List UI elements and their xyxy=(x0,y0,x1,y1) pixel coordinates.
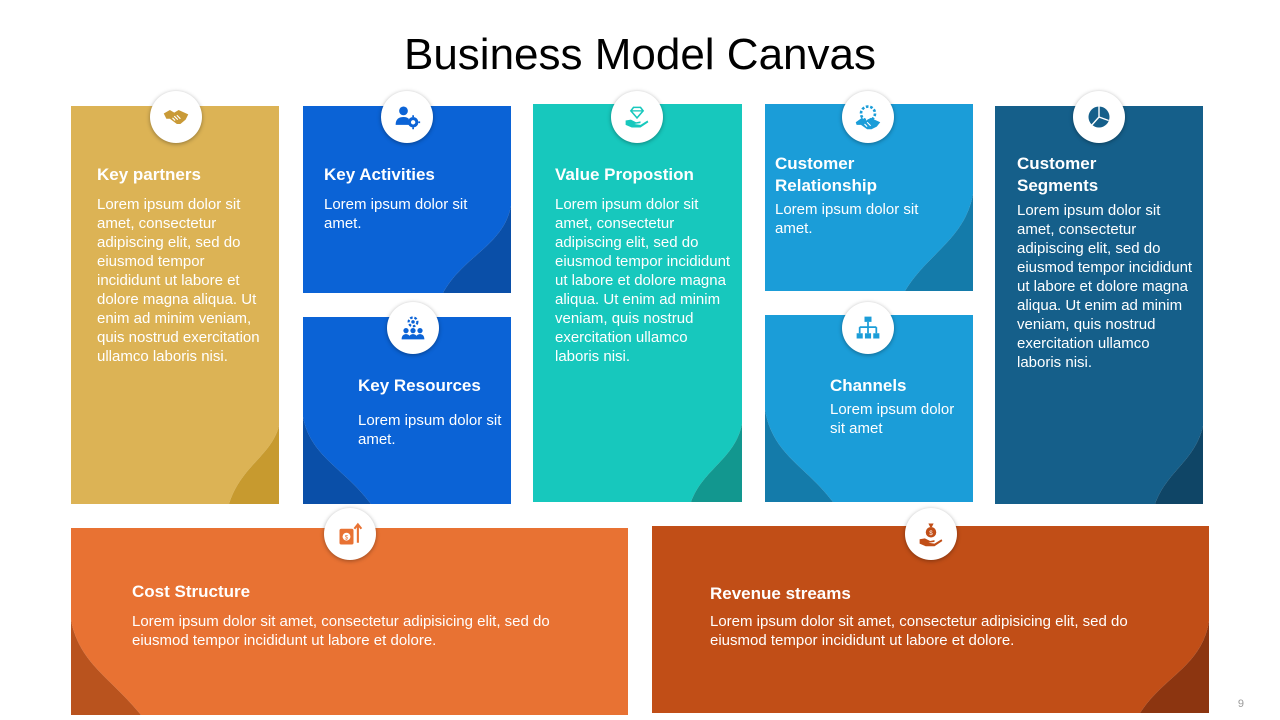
page-number: 9 xyxy=(1237,698,1244,710)
hand-diamond-icon xyxy=(625,106,649,128)
card-cost-structure-shape xyxy=(71,528,628,715)
card-heading: Value Propostion xyxy=(555,165,694,184)
card-fold xyxy=(765,410,833,502)
card-fill xyxy=(652,526,1209,713)
card-body: Lorem ipsum dolor sit amet, consectetur … xyxy=(710,613,1128,649)
card-body: Lorem ipsum dolor sit amet. xyxy=(324,196,468,232)
badge-key-resources xyxy=(387,302,439,354)
card-heading: Channels xyxy=(830,376,907,395)
money-bag-hand-icon: $ xyxy=(919,523,943,547)
card-revenue-streams: Revenue streams Lorem ipsum dolor sit am… xyxy=(652,526,1209,713)
card-fold xyxy=(229,426,279,504)
card-body: Lorem ipsum dolor sit amet, consectetur … xyxy=(132,613,550,649)
card-revenue-streams-shape xyxy=(652,526,1209,713)
badge-key-partners xyxy=(150,91,202,143)
team-gear-icon xyxy=(401,316,425,340)
card-fill xyxy=(765,315,973,502)
badge-cost-structure: $ xyxy=(324,508,376,560)
person-gear-icon xyxy=(395,106,421,130)
card-customer-segments-shape xyxy=(995,106,1203,504)
badge-key-activities xyxy=(381,91,433,143)
card-fold xyxy=(303,417,371,504)
card-body: Lorem ipsum dolor sit amet, consectetur … xyxy=(555,196,731,365)
card-body: Lorem ipsum dolor sit amet, consectetur … xyxy=(1017,202,1193,371)
card-value-proposition: Value Propostion Lorem ipsum dolor sit a… xyxy=(533,104,742,502)
card-channels: Channels Lorem ipsum dolor sit amet xyxy=(765,315,973,502)
money-growth-icon: $ xyxy=(339,522,363,545)
card-fill xyxy=(303,106,511,293)
pie-chart-icon xyxy=(1088,106,1110,128)
card-heading: Revenue streams xyxy=(710,584,851,603)
card-fold xyxy=(71,620,141,715)
card-body: Lorem ipsum dolor sit amet xyxy=(830,401,955,437)
card-heading: Key partners xyxy=(97,165,201,184)
card-fill xyxy=(303,317,511,504)
badge-channels xyxy=(842,302,894,354)
card-fill xyxy=(533,104,742,502)
card-customer-segments: Customer Segments Lorem ipsum dolor sit … xyxy=(995,106,1203,504)
card-key-activities-shape xyxy=(303,106,511,293)
page-title: Business Model Canvas xyxy=(403,30,876,79)
card-customer-relationship: Customer Relationship Lorem ipsum dolor … xyxy=(765,104,973,291)
card-key-partners: Key partners Lorem ipsum dolor sit amet,… xyxy=(71,106,279,504)
card-heading: Key Activities xyxy=(324,165,435,184)
card-body: Lorem ipsum dolor sit amet. xyxy=(775,201,919,237)
badge-revenue-streams: $ xyxy=(905,508,957,560)
card-fold xyxy=(443,206,511,293)
handshake-icon xyxy=(163,110,189,124)
card-fold xyxy=(905,194,973,291)
card-fill xyxy=(765,104,973,291)
card-key-resources-shape xyxy=(303,317,511,504)
badge-customer-relationship xyxy=(842,91,894,143)
card-channels-shape xyxy=(765,315,973,502)
card-cost-structure: Cost Structure Lorem ipsum dolor sit ame… xyxy=(71,528,628,715)
card-heading: Customer Segments xyxy=(1017,154,1099,195)
hierarchy-icon xyxy=(856,316,880,339)
card-heading: Key Resources xyxy=(358,376,481,395)
card-heading: Cost Structure xyxy=(132,582,251,601)
handshake-gear-icon xyxy=(855,105,881,130)
card-body: Lorem ipsum dolor sit amet. xyxy=(358,412,502,448)
card-fill xyxy=(71,106,279,504)
card-customer-relationship-shape xyxy=(765,104,973,291)
card-fill xyxy=(995,106,1203,504)
badge-customer-segments xyxy=(1073,91,1125,143)
card-key-partners-shape xyxy=(71,106,279,504)
card-heading: Customer Relationship xyxy=(775,154,878,195)
card-value-proposition-shape xyxy=(533,104,742,502)
card-fold xyxy=(1140,621,1209,713)
svg-text:$: $ xyxy=(345,534,349,541)
card-fold xyxy=(691,424,742,502)
svg-text:$: $ xyxy=(929,530,933,537)
card-key-resources: Key Resources Lorem ipsum dolor sit amet… xyxy=(303,317,511,504)
card-fold xyxy=(1155,426,1203,504)
card-fill xyxy=(71,528,628,715)
card-key-activities: Key Activities Lorem ipsum dolor sit ame… xyxy=(303,106,511,293)
badge-value-proposition xyxy=(611,91,663,143)
card-body: Lorem ipsum dolor sit amet, consectetur … xyxy=(97,196,260,365)
